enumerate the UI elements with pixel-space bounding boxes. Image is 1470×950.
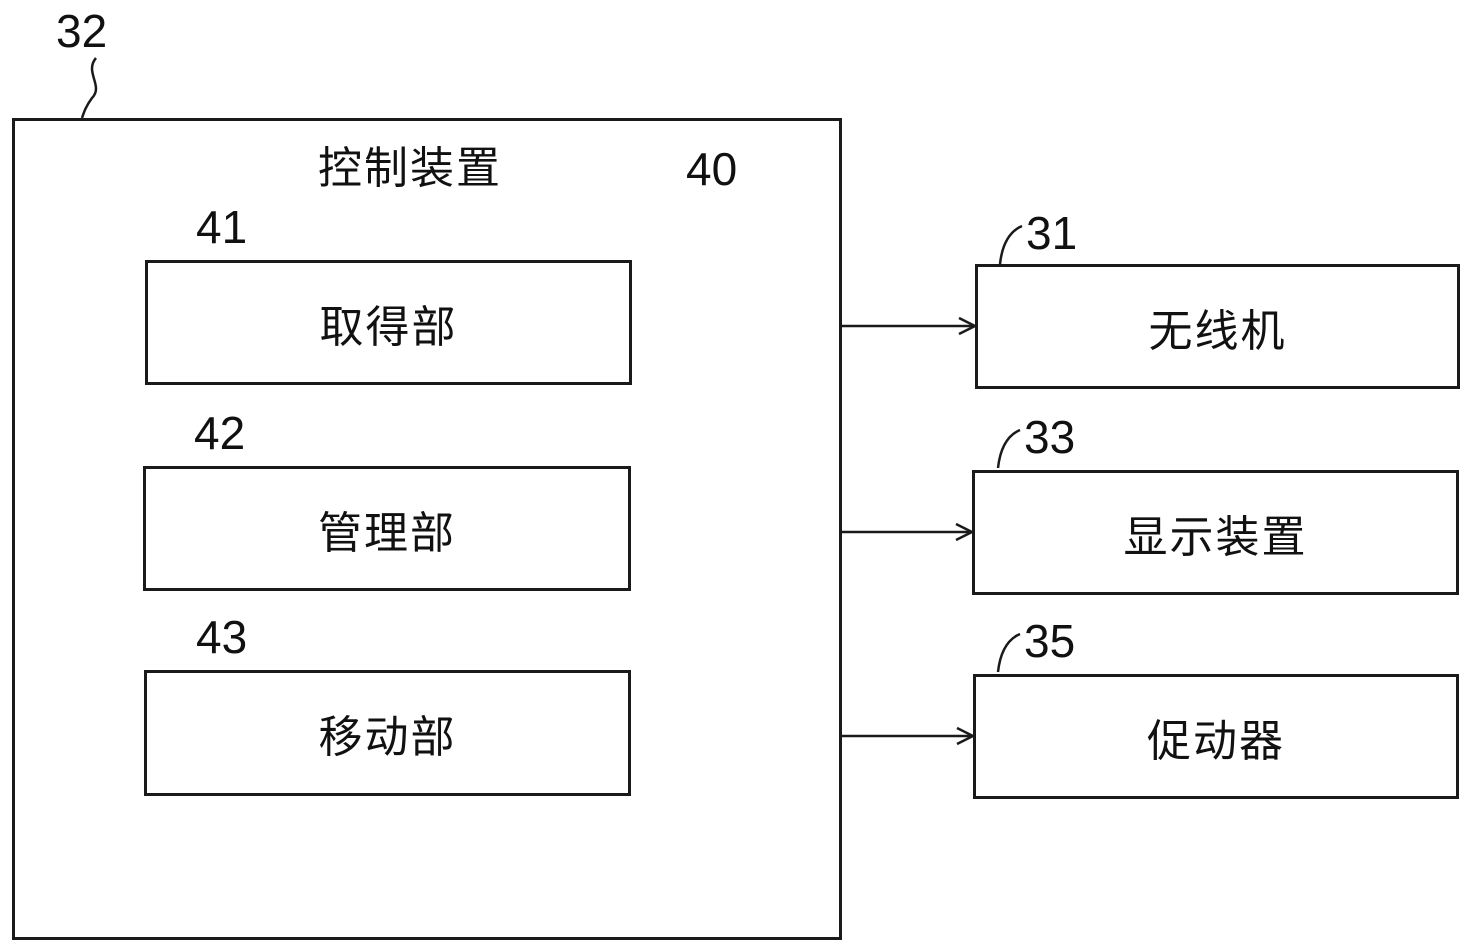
management-unit-label: 管理部 <box>318 507 456 559</box>
moving-unit-label: 移动部 <box>318 712 457 763</box>
moving-unit-box: 移动部 <box>144 670 631 796</box>
ref-40: 40 <box>686 143 738 195</box>
actuator-label: 促动器 <box>1147 715 1285 767</box>
wireless-device-box: 无线机 <box>975 264 1460 389</box>
acquisition-unit-box: 取得部 <box>145 260 632 385</box>
display-device-label: 显示装置 <box>1123 511 1308 563</box>
display-device-box: 显示装置 <box>972 470 1459 595</box>
actuator-box: 促动器 <box>973 674 1459 799</box>
management-unit-box: 管理部 <box>143 466 631 591</box>
leader-line-32 <box>80 57 98 119</box>
ref-33: 33 <box>1024 411 1076 463</box>
leader-line-33 <box>996 428 1021 469</box>
ref-41: 41 <box>196 201 248 253</box>
ref-43: 43 <box>196 611 248 663</box>
acquisition-unit-label: 取得部 <box>319 301 458 353</box>
control-device-title: 控制装置 <box>318 143 502 194</box>
ref-31: 31 <box>1026 207 1078 259</box>
leader-line-31 <box>998 224 1023 265</box>
ref-35: 35 <box>1024 615 1076 667</box>
leader-line-35 <box>996 632 1021 673</box>
ref-42: 42 <box>194 407 246 459</box>
ref-32: 32 <box>56 5 108 57</box>
wireless-device-label: 无线机 <box>1148 305 1287 357</box>
